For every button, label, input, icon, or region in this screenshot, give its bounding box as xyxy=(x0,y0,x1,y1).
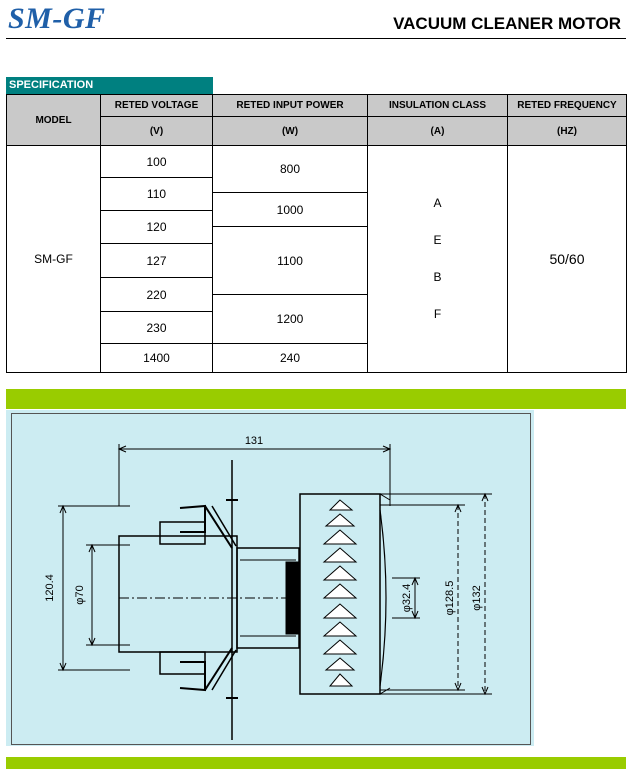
frequency-value: 50/60 xyxy=(507,145,627,373)
voltage-cell: 120 xyxy=(100,210,213,244)
dim-phi32-label: φ32.4 xyxy=(401,584,413,613)
dim-phi128-label: φ128.5 xyxy=(444,581,456,616)
voltage-cell: 240 xyxy=(212,343,368,373)
voltage-cell: 230 xyxy=(100,311,213,344)
voltage-cell: 220 xyxy=(100,277,213,312)
dim-height-label: 120.4 xyxy=(44,574,56,602)
insulation-cell: A E B F xyxy=(367,145,508,373)
green-divider-top xyxy=(6,389,626,409)
col-header-insulation: INSULATION CLASS xyxy=(367,94,508,117)
model-value: SM-GF xyxy=(6,145,101,373)
drawing-frame xyxy=(11,413,531,745)
green-divider-bottom xyxy=(6,757,626,769)
power-cell: 1200 xyxy=(212,294,368,344)
page-title: SM-GF xyxy=(8,2,106,35)
insulation-class: A xyxy=(433,196,442,210)
insulation-class: B xyxy=(433,270,442,284)
unit-insulation: (A) xyxy=(367,116,508,146)
unit-power: (W) xyxy=(212,116,368,146)
spec-table: MODEL RETED VOLTAGE RETED INPUT POWER IN… xyxy=(6,94,627,373)
page-subtitle: VACUUM CLEANER MOTOR xyxy=(393,14,621,33)
power-cell: 800 xyxy=(212,145,368,193)
insulation-class: F xyxy=(433,307,442,321)
col-header-voltage: RETED VOLTAGE xyxy=(100,94,213,117)
voltage-cell: 110 xyxy=(100,177,213,211)
col-header-power: RETED INPUT POWER xyxy=(212,94,368,117)
voltage-cell: 100 xyxy=(100,145,213,178)
col-header-model: MODEL xyxy=(6,94,101,146)
insulation-class: E xyxy=(433,233,442,247)
power-cell: 1400 xyxy=(100,343,213,373)
power-cell: 1100 xyxy=(212,226,368,295)
dim-phi70-label: φ70 xyxy=(74,585,86,604)
unit-frequency: (HZ) xyxy=(507,116,627,146)
specification-tab: SPECIFICATION xyxy=(6,77,213,94)
dim-phi132-label: φ132 xyxy=(471,585,483,611)
header-divider xyxy=(6,38,626,39)
unit-voltage: (V) xyxy=(100,116,213,146)
dim-length-label: 131 xyxy=(245,435,263,447)
